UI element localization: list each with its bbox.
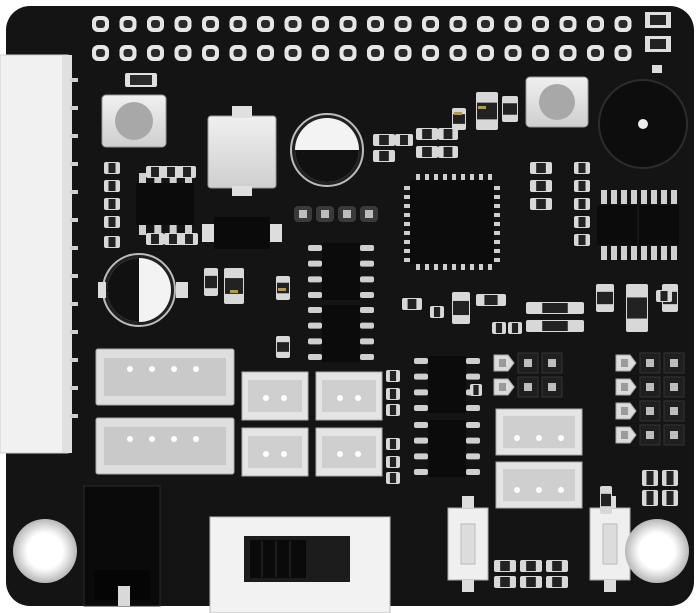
ic-8pin-left <box>136 173 194 235</box>
slide-switch[interactable] <box>209 516 391 613</box>
mount-hole-bottom-left <box>13 519 77 583</box>
diode <box>202 217 282 249</box>
push-button-left[interactable] <box>101 73 167 148</box>
tact-switch-right[interactable] <box>589 496 631 592</box>
pin-header-mid-right <box>493 352 563 398</box>
jst-4pin-upper[interactable] <box>95 348 235 406</box>
tact-switch-left[interactable] <box>447 496 489 592</box>
top-right-resistors <box>645 12 671 52</box>
push-button-right[interactable] <box>525 76 589 128</box>
ic-dual-right <box>597 190 679 260</box>
jst-3pin-lower-right[interactable] <box>495 461 583 509</box>
ic-soic-right-lower <box>414 420 480 477</box>
side-connector <box>0 54 78 454</box>
coin-cell-top <box>290 113 364 187</box>
mount-hole-bottom-right <box>625 519 689 583</box>
small-pin-header <box>294 206 378 222</box>
jst-2pin-grid[interactable] <box>241 371 383 477</box>
mcu-qfn-chip <box>404 174 500 270</box>
barrel-jack[interactable] <box>83 485 161 607</box>
buzzer-icon <box>598 65 688 169</box>
shielded-inductor <box>207 106 277 196</box>
pin-header-far-right <box>615 352 685 446</box>
gpio-header-icon <box>92 16 632 61</box>
passive-components <box>104 92 678 588</box>
ic-soic-upper <box>308 243 374 300</box>
jst-3pin-upper-right[interactable] <box>495 408 583 456</box>
coin-cell-left <box>98 253 188 327</box>
jst-4pin-lower[interactable] <box>95 417 235 475</box>
ic-soic-lower <box>308 305 374 362</box>
